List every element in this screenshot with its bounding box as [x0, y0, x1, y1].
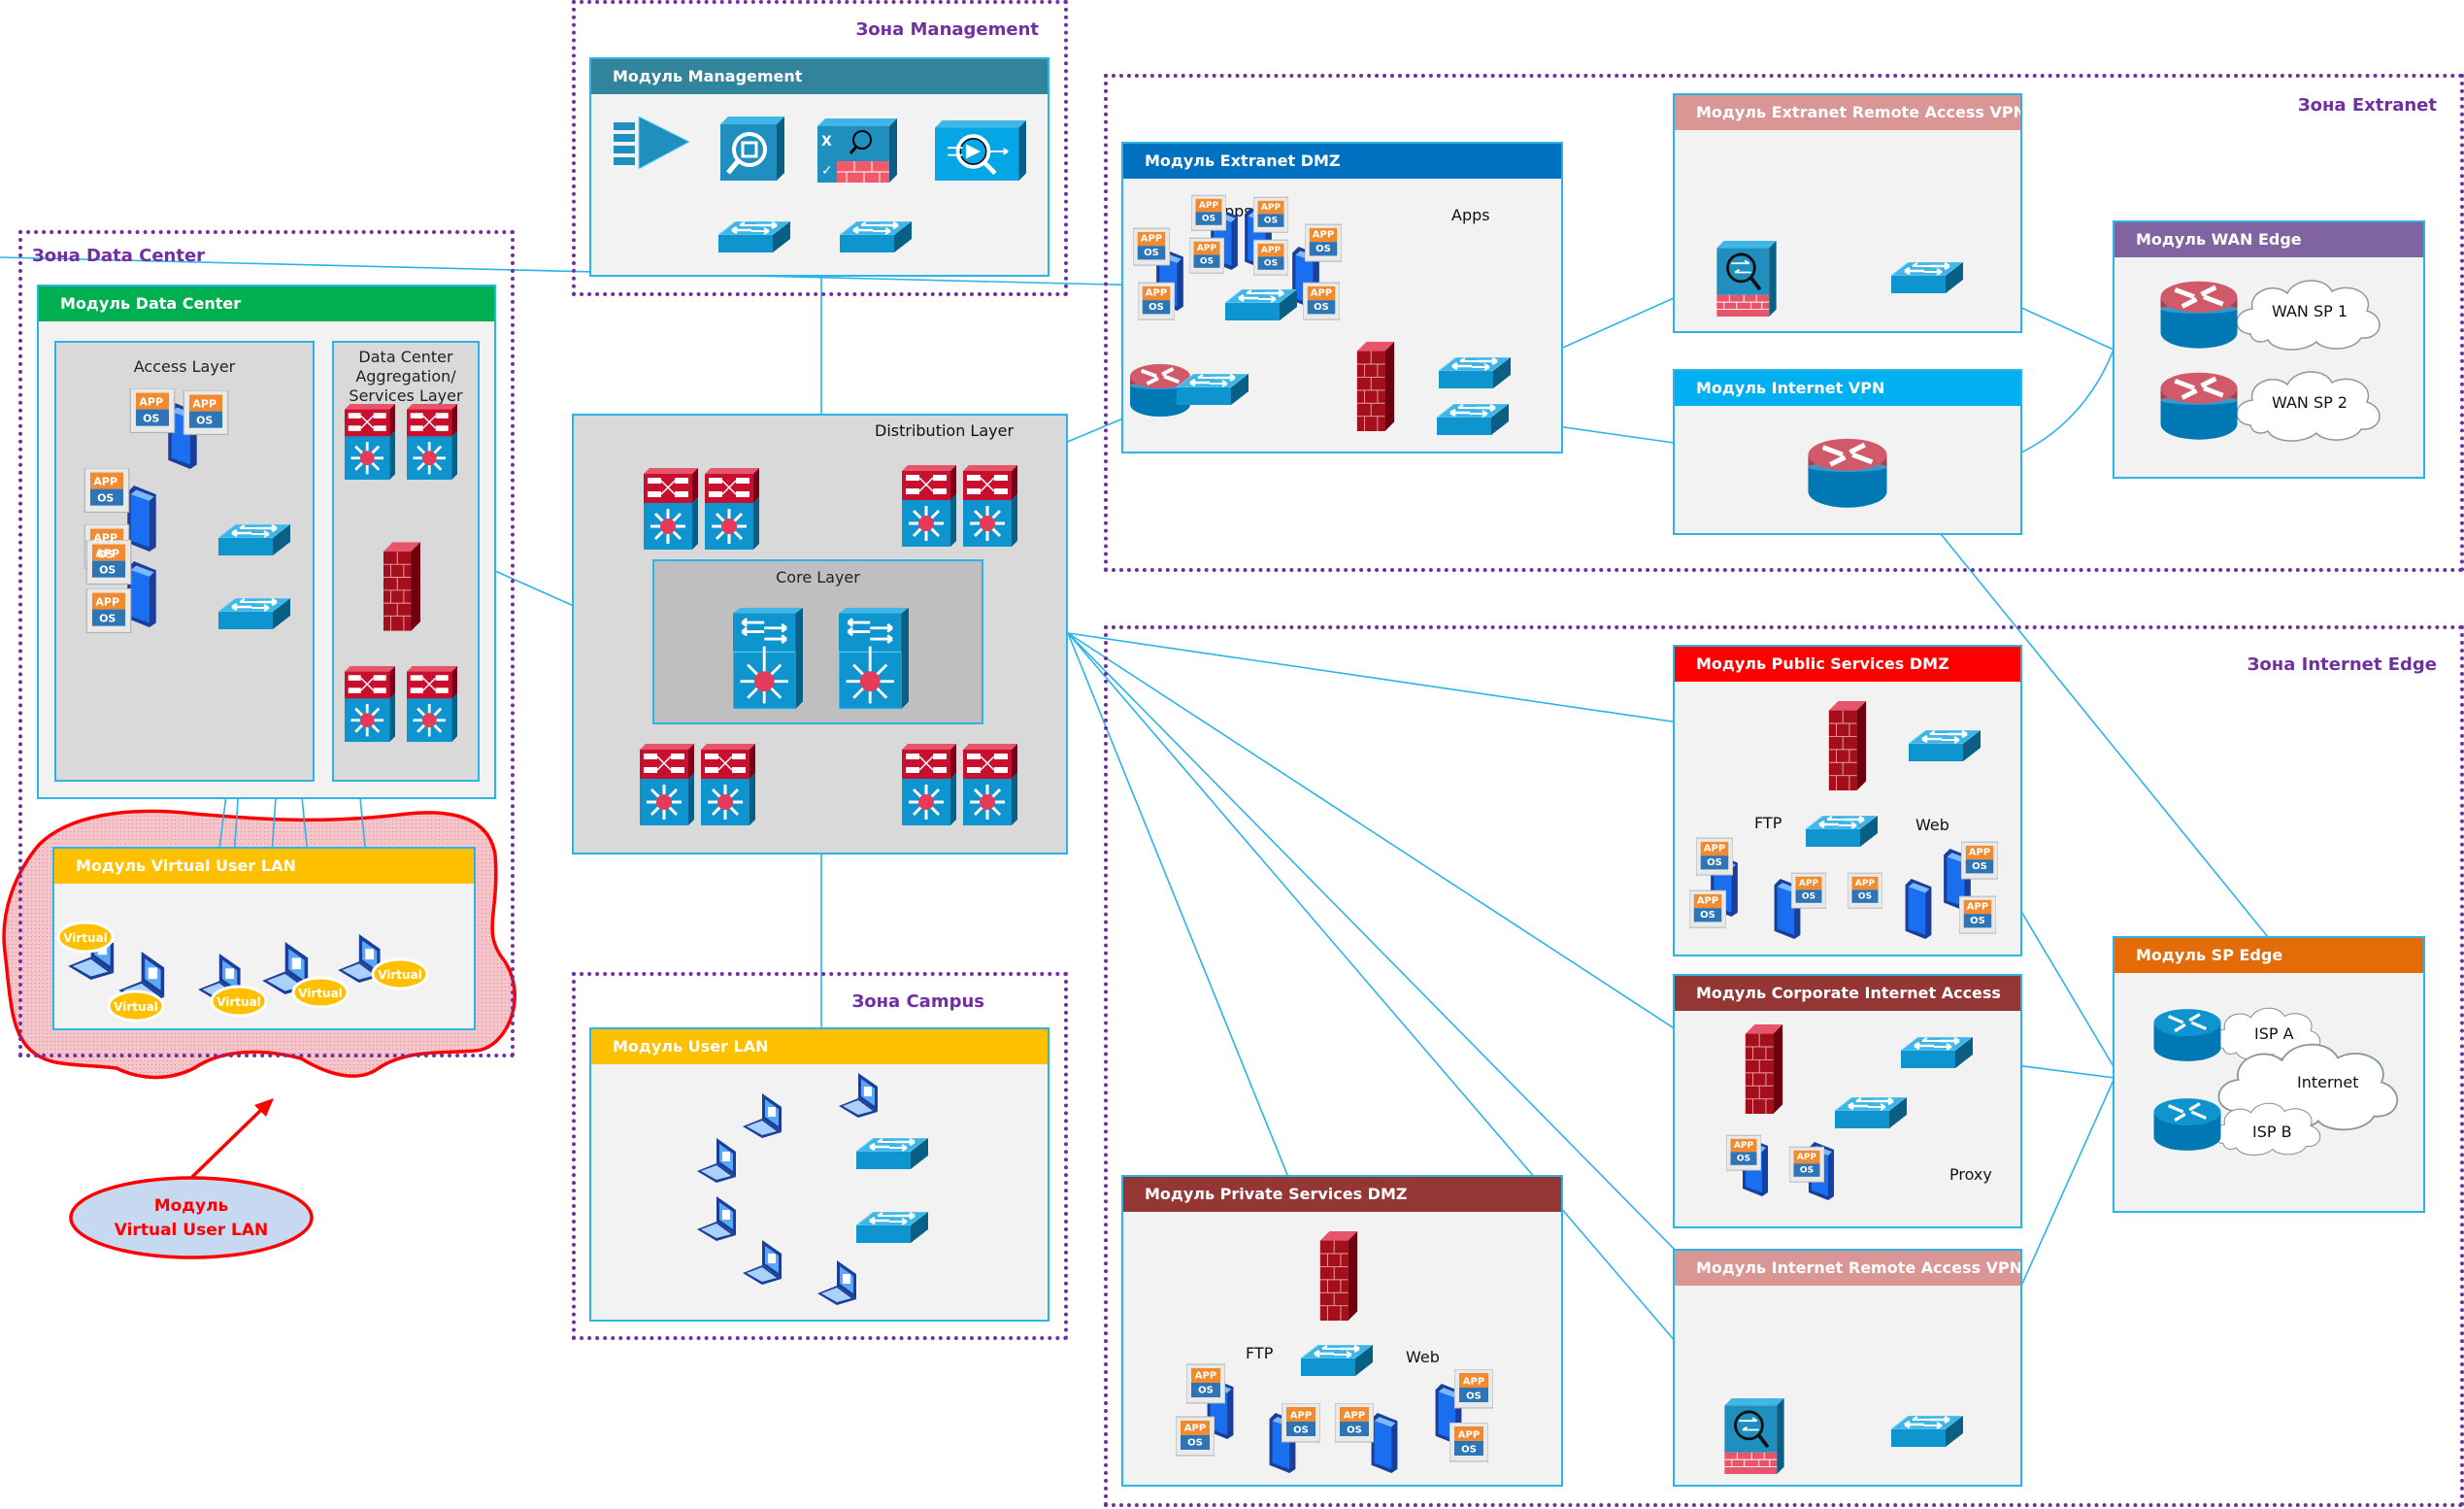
- ftp-label: FTP: [1754, 814, 1782, 832]
- module-sp-edge-header: Модуль SP Edge: [2114, 938, 2423, 973]
- module-internet-remote-access-vpn[interactable]: Модуль Internet Remote Access VPN: [1673, 1249, 2022, 1487]
- module-corporate-internet-access[interactable]: Модуль Corporate Internet Access Proxy: [1673, 974, 2022, 1228]
- module-corporate-internet-access-header: Модуль Corporate Internet Access: [1675, 976, 2020, 1011]
- zone-internet-edge-title: Зона Internet Edge: [2247, 654, 2437, 675]
- zone-management: Зона Management: [572, 0, 1068, 296]
- aggregation-layer-title-1: Data Center: [358, 348, 453, 366]
- module-virtual-user-lan[interactable]: Модуль Virtual User LAN: [52, 847, 476, 1030]
- aggregation-layer-title-2: Aggregation/: [355, 367, 456, 386]
- module-wan-edge[interactable]: Модуль WAN Edge: [2113, 220, 2425, 479]
- module-public-services-dmz[interactable]: Модуль Public Services DMZ FTP Web: [1673, 645, 2022, 956]
- module-extranet-dmz[interactable]: Модуль Extranet DMZ Apps Apps: [1121, 142, 1563, 453]
- module-extranet-ra-vpn-header: Модуль Extranet Remote Access VPN: [1675, 95, 2020, 130]
- distribution-layer-title: Distribution Layer: [875, 421, 1015, 440]
- module-extranet-remote-access-vpn[interactable]: Модуль Extranet Remote Access VPN: [1673, 93, 2022, 333]
- core-layer-title: Core Layer: [776, 568, 860, 587]
- module-public-services-dmz-header: Модуль Public Services DMZ: [1675, 647, 2020, 682]
- module-data-center[interactable]: Модуль Data Center Access Layer Data Cen…: [37, 285, 496, 799]
- zone-data-center-title: Зона Data Center: [32, 246, 206, 266]
- zone-management-title: Зона Management: [855, 19, 1040, 40]
- zone-extranet-title: Зона Extranet: [2297, 95, 2437, 116]
- aggregation-layer[interactable]: Data Center Aggregation/ Services Layer: [332, 341, 480, 782]
- apps-label-left: Apps: [1214, 202, 1252, 220]
- module-extranet-dmz-header: Модуль Extranet DMZ: [1123, 144, 1561, 179]
- core-layer[interactable]: Core Layer: [652, 559, 983, 724]
- zone-extranet: Зона Extranet: [1104, 74, 2464, 572]
- module-user-lan[interactable]: Модуль User LAN: [589, 1027, 1049, 1322]
- module-user-lan-header: Модуль User LAN: [591, 1029, 1048, 1064]
- module-sp-edge[interactable]: Модуль SP Edge: [2113, 936, 2425, 1213]
- module-private-services-dmz[interactable]: Модуль Private Services DMZ FTP Web: [1121, 1175, 1563, 1487]
- module-management[interactable]: Модуль Management: [589, 57, 1049, 277]
- proxy-label: Proxy: [1949, 1165, 1992, 1184]
- web-label: Web: [1406, 1348, 1440, 1366]
- ftp-label: FTP: [1246, 1344, 1274, 1362]
- zone-campus: Зона Campus: [572, 972, 1068, 1340]
- module-internet-vpn[interactable]: Модуль Internet VPN: [1673, 369, 2022, 535]
- module-management-header: Модуль Management: [591, 59, 1048, 94]
- zone-campus-title: Зона Campus: [851, 991, 984, 1012]
- module-wan-edge-header: Модуль WAN Edge: [2114, 222, 2423, 257]
- web-label: Web: [1915, 816, 1949, 834]
- module-internet-ra-vpn-header: Модуль Internet Remote Access VPN: [1675, 1251, 2020, 1286]
- aggregation-layer-title-3: Services Layer: [349, 386, 463, 405]
- module-internet-vpn-header: Модуль Internet VPN: [1675, 371, 2020, 406]
- apps-label-right: Apps: [1451, 206, 1490, 224]
- module-virtual-user-lan-header: Модуль Virtual User LAN: [54, 849, 474, 884]
- module-private-services-dmz-header: Модуль Private Services DMZ: [1123, 1177, 1561, 1212]
- zone-internet-edge: Зона Internet Edge: [1104, 625, 2464, 1507]
- access-layer-title: Access Layer: [133, 357, 236, 376]
- access-layer[interactable]: Access Layer: [54, 341, 315, 782]
- zone-data-center: Зона Data Center: [18, 230, 515, 1057]
- module-data-center-header: Модуль Data Center: [39, 286, 494, 321]
